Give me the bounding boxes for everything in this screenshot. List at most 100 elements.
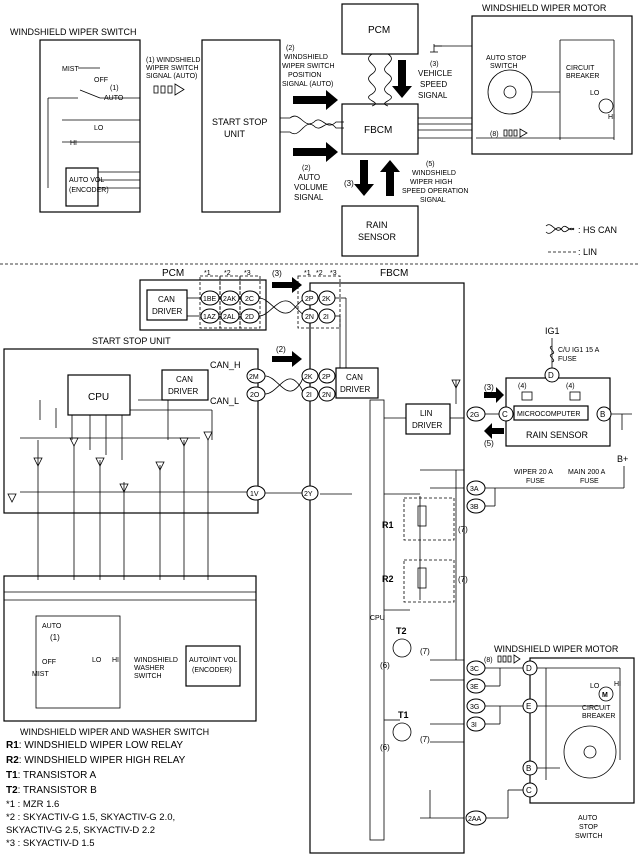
bot-pin-3b: 3B bbox=[470, 504, 479, 511]
bot-switch-hi: HI bbox=[112, 657, 119, 664]
bot-ssu-title: START STOP UNIT bbox=[92, 336, 171, 346]
bot-arrow-3-rs bbox=[484, 387, 504, 403]
bot-mark-6a: (6) bbox=[380, 661, 390, 670]
top-motor-box bbox=[471, 15, 633, 155]
bot-fbcm-mid-2p: 2P bbox=[322, 374, 331, 381]
legend-code: R2 bbox=[6, 755, 19, 766]
top-sig2a-l4: POSITION bbox=[288, 72, 321, 79]
legend-note-2: *2 : SKYACTIV-G 1.5, SKYACTIV-G 2.0, bbox=[6, 812, 176, 823]
top-ssu-l2: UNIT bbox=[224, 129, 245, 139]
bot-fbcm-dashcols bbox=[297, 275, 341, 329]
bot-switch-auto: AUTO bbox=[42, 623, 62, 630]
bot-fbcm-pin-2i: 2I bbox=[323, 314, 329, 321]
legend-item-r2: R2: WINDSHIELD WIPER HIGH RELAY bbox=[6, 753, 336, 768]
bot-ssu-can-l1: CAN bbox=[176, 375, 193, 384]
bot-r2-box bbox=[403, 559, 455, 603]
bot-switch-mark-1: (1) bbox=[50, 633, 60, 642]
top-rain-sensor-l2: SENSOR bbox=[358, 232, 397, 242]
bot-rs-element-2 bbox=[569, 391, 581, 401]
bot-t1-label: T1 bbox=[398, 710, 409, 720]
bot-fbcm-internal-can bbox=[335, 297, 347, 370]
top-block-diagram: WINDSHIELD WIPER SWITCH MIST OFF (1) AUT… bbox=[10, 3, 633, 257]
bot-pin-2aa: 2AA bbox=[468, 816, 482, 823]
bot-mark-8: (8) bbox=[484, 657, 493, 664]
bot-main-fuse-l1: MAIN 200 A bbox=[568, 469, 606, 476]
bot-ig1: IG1 bbox=[545, 326, 560, 336]
bot-pcm-col3 bbox=[239, 275, 261, 329]
top-fbcm-motor-wires bbox=[418, 117, 472, 139]
bot-motor-wires bbox=[485, 667, 621, 819]
top-arrow-5 bbox=[380, 160, 400, 196]
legend-hscan-label: : HS CAN bbox=[578, 225, 617, 235]
legend-note-3: *3 : SKYACTIV-D 1.5 bbox=[6, 838, 95, 849]
bot-encoder-l2: (ENCODER) bbox=[192, 667, 232, 674]
bot-fbcm-pin-2y bbox=[301, 485, 319, 501]
bot-motor-lo: LO bbox=[590, 683, 600, 690]
bot-pcm-can-l1: CAN bbox=[158, 295, 175, 304]
top-arrow-2a bbox=[293, 90, 338, 110]
bot-ig1-fuse bbox=[549, 345, 555, 363]
top-switch-box bbox=[39, 39, 141, 213]
bot-pcm-pin-2ak: 2AK bbox=[223, 296, 237, 303]
top-switch-auto: AUTO bbox=[104, 95, 124, 102]
top-switch-wires bbox=[47, 67, 140, 189]
bot-rs-mark-5: (5) bbox=[484, 439, 494, 448]
bot-ssu-box bbox=[3, 348, 259, 514]
bot-fbcm-bus bbox=[369, 399, 385, 841]
bot-fbcm-can-driver bbox=[335, 367, 379, 399]
bot-fbcm-right-pins bbox=[465, 406, 487, 826]
bot-pcm-pin-2al: 2AL bbox=[223, 314, 236, 321]
bot-fbcm-box bbox=[309, 282, 465, 854]
bot-motor-auto: AUTO bbox=[578, 815, 598, 822]
top-sig1-pulse-arrow bbox=[153, 83, 185, 96]
top-sig5-l3: WIPER HIGH bbox=[410, 179, 452, 186]
top-sig2b-l4: SIGNAL bbox=[294, 193, 324, 202]
top-auto-stop-disc bbox=[487, 69, 533, 115]
bot-fbcm-pin-2y-label: 2Y bbox=[304, 491, 313, 498]
bot-pcm-can-l2: DRIVER bbox=[152, 307, 182, 316]
bot-arrow-2 bbox=[272, 351, 302, 367]
bot-pcm-pin-1be: 1BE bbox=[203, 296, 217, 303]
top-sig2a-l2: WINDSHIELD bbox=[284, 54, 328, 61]
top-sig5-l5: SIGNAL bbox=[420, 197, 446, 204]
top-sig5-l4: SPEED OPERATION bbox=[402, 188, 468, 195]
bot-switch-title: WINDSHIELD WIPER AND WASHER SWITCH bbox=[20, 727, 209, 737]
bot-microcomputer bbox=[513, 405, 589, 421]
bot-r2-label: R2 bbox=[382, 574, 394, 584]
top-twisted-pair-a bbox=[280, 115, 344, 126]
top-start-stop-unit bbox=[201, 39, 281, 213]
bot-col-mark-1: *1 bbox=[204, 270, 211, 277]
top-motor-breaker: BREAKER bbox=[566, 73, 599, 80]
bot-motor-pin-b: B bbox=[526, 764, 531, 773]
top-motor-circuit: CIRCUIT bbox=[566, 65, 595, 72]
bot-sig2: (2) bbox=[276, 345, 286, 354]
bot-encoder-box bbox=[185, 645, 241, 687]
bot-fbcm-internal-wires bbox=[320, 379, 464, 819]
top-rain-sensor bbox=[341, 205, 419, 257]
bot-r1-label: R1 bbox=[382, 520, 394, 530]
bot-can-h: CAN_H bbox=[210, 360, 241, 370]
top-fbcm bbox=[341, 103, 419, 155]
top-switch-mark-1: (1) bbox=[110, 85, 119, 92]
top-switch-encoder-box bbox=[65, 167, 99, 207]
bot-t2-label: T2 bbox=[396, 626, 407, 636]
bot-ssu-pins bbox=[246, 368, 266, 501]
bot-ssu-can-a bbox=[264, 375, 303, 392]
bot-fbcm-can-l1: CAN bbox=[346, 373, 363, 382]
bot-fbcm-pin-2n: 2N bbox=[305, 314, 314, 321]
bot-bplus: B+ bbox=[617, 454, 628, 464]
bot-washer-l1: WINDSHIELD bbox=[134, 657, 178, 664]
bot-fbcm-mid-2n: 2N bbox=[322, 392, 331, 399]
bot-rs-pin-d-circle bbox=[544, 367, 560, 383]
bot-mark-7a: (7) bbox=[458, 525, 468, 534]
top-sig1-l2: WIPER SWITCH bbox=[146, 65, 199, 72]
bot-auto-stop-hub bbox=[583, 745, 597, 759]
bot-switch-box bbox=[3, 575, 257, 722]
bot-motor-box bbox=[529, 657, 635, 804]
bot-pcm-can-driver bbox=[146, 289, 188, 321]
top-sig1-l3: SIGNAL (AUTO) bbox=[146, 73, 197, 80]
bot-wiper-fuse-l2: FUSE bbox=[526, 478, 545, 485]
bot-motor-m bbox=[598, 686, 614, 702]
bot-arrow-3-pcm bbox=[272, 277, 302, 293]
